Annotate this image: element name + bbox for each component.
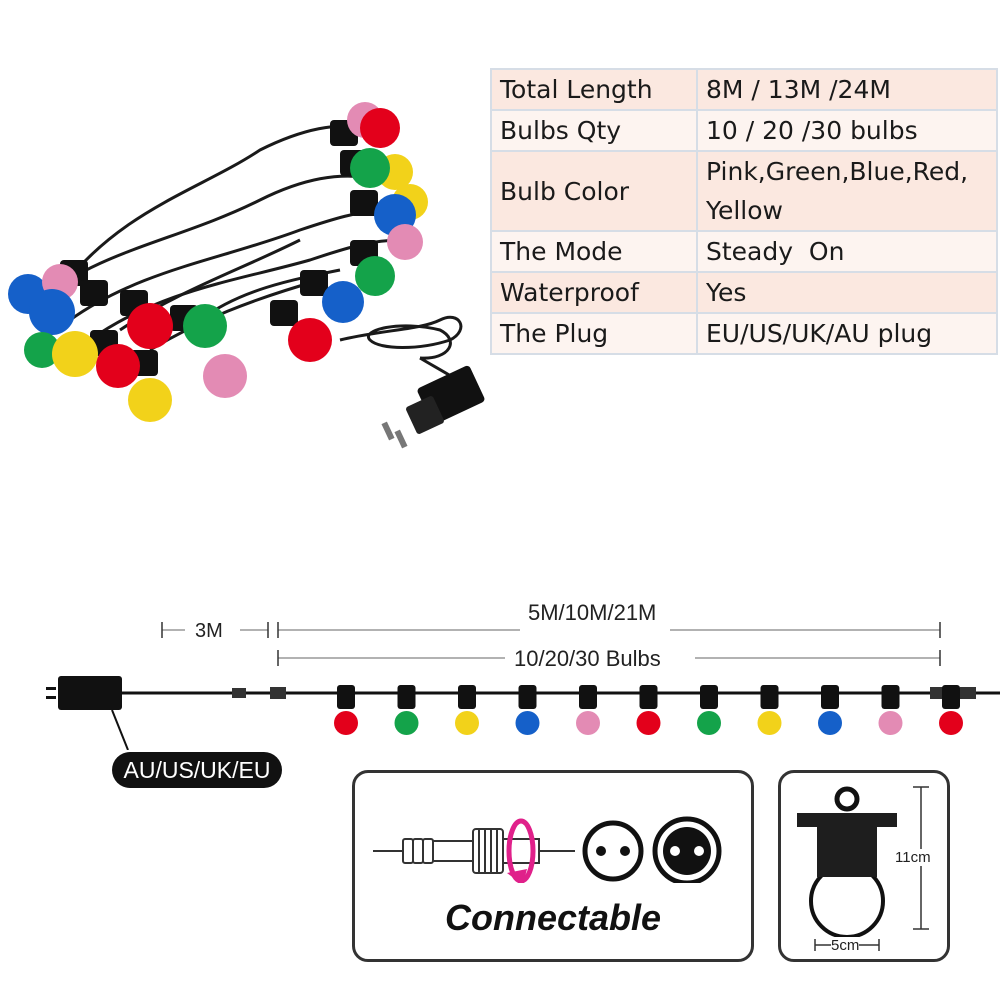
spec-label: Waterproof (490, 271, 698, 314)
spec-label: Bulbs Qty (490, 109, 698, 152)
connectable-title: Connectable (444, 897, 662, 938)
spec-table: Total Length 8M / 13M /24M Bulbs Qty 10 … (490, 68, 998, 355)
power-adapter (381, 365, 485, 449)
bulb-red (939, 685, 963, 735)
bulb-blue (515, 685, 540, 735)
hanger-hook-icon (834, 786, 860, 812)
spec-label: Bulb Color (490, 150, 698, 232)
power-lead (46, 676, 1000, 750)
bulb-height-label: 11cm (895, 849, 931, 866)
bulb-width-label: 5cm (831, 937, 860, 954)
spec-value: Yes (696, 271, 998, 314)
plug-types-badge: AU/US/UK/EU (112, 752, 282, 788)
bulb-green (697, 685, 721, 735)
spec-row: Total Length 8M / 13M /24M (490, 68, 998, 111)
spec-row: Waterproof Yes (490, 271, 998, 314)
bulb-size-panel: 11cm 5cm (778, 770, 950, 962)
spec-value: 8M / 13M /24M (696, 68, 998, 111)
spec-row: The Mode Steady On (490, 230, 998, 273)
spec-value: Steady On (696, 230, 998, 273)
bulb-cluster (8, 102, 428, 422)
bulb-row (334, 685, 963, 735)
spec-row: Bulbs Qty 10 / 20 /30 bulbs (490, 109, 998, 152)
bulb-count-label: 10/20/30 Bulbs (514, 646, 661, 671)
spec-value: Pink,Green,Blue,Red, Yellow (696, 150, 998, 232)
spec-label: Total Length (490, 68, 698, 111)
bulb-yellow (757, 685, 782, 735)
bulb-pink (576, 685, 600, 735)
spec-value: EU/US/UK/AU plug (696, 312, 998, 355)
spec-row: Bulb Color Pink,Green,Blue,Red, Yellow (490, 150, 998, 232)
bulb-red (636, 685, 661, 735)
bulb-red (334, 685, 358, 735)
product-photo (8, 102, 485, 449)
bulb-green (394, 685, 419, 735)
string-length-diagram (46, 618, 1000, 750)
socket-icon (582, 820, 644, 882)
spec-label: The Mode (490, 230, 698, 273)
bulb-yellow (455, 685, 479, 735)
spec-row: The Plug EU/US/UK/AU plug (490, 312, 998, 355)
plug-face-icon (652, 816, 722, 883)
lead-length-label: 3M (195, 620, 223, 642)
bulb-size-illustration (797, 786, 929, 951)
spec-value: 10 / 20 /30 bulbs (696, 109, 998, 152)
string-length-label: 5M/10M/21M (528, 600, 657, 625)
bulb-blue (818, 685, 842, 735)
connector-illustration (373, 816, 722, 883)
spec-label: The Plug (490, 312, 698, 355)
connectable-panel: Connectable (352, 770, 754, 962)
bulb-pink (878, 685, 903, 735)
